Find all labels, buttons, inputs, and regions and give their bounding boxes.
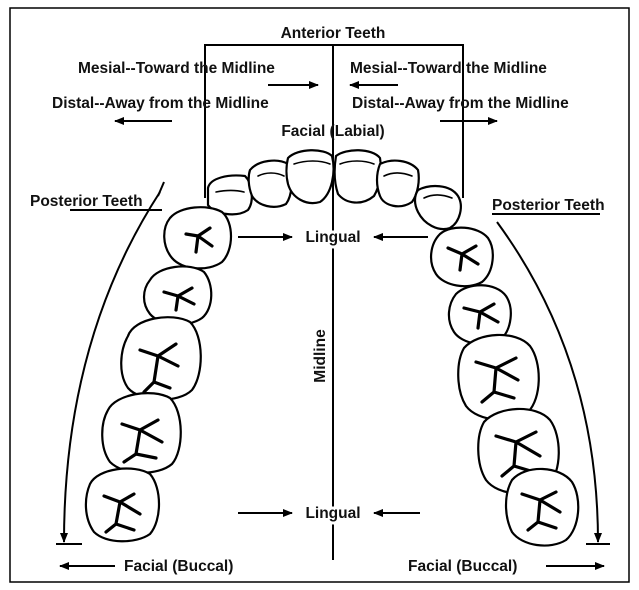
distal-label-left: Distal--Away from the Midline [52,95,269,112]
facial-buccal-label-left: Facial (Buccal) [124,558,233,575]
lingual-label-bottom: Lingual [305,505,360,522]
tooth-molar-right-3 [506,469,578,546]
midline-label: Midline [312,329,329,383]
tooth-incisor-left [287,150,334,203]
posterior-teeth-label-right: Posterior Teeth [492,197,605,214]
tooth-canine-left [249,161,292,207]
distal-label-right: Distal--Away from the Midline [352,95,569,112]
tooth-canine-right [377,161,419,207]
tooth-molar-left-2 [102,393,181,473]
tooth-incisor-right [335,150,381,202]
posterior-teeth-label-left: Posterior Teeth [30,193,143,210]
posterior-teeth-left [86,207,231,541]
anterior-teeth [208,150,461,229]
tooth-lateral-right [415,186,461,229]
facial-labial-label: Facial (Labial) [281,123,384,140]
posterior-teeth-right [431,228,578,546]
mesial-label-right: Mesial--Toward the Midline [350,60,547,77]
facial-buccal-label-right: Facial (Buccal) [408,558,517,575]
lingual-label-top: Lingual [305,229,360,246]
anterior-teeth-label: Anterior Teeth [281,25,386,42]
tooth-molar-right-1 [458,335,539,420]
mesial-label-left: Mesial--Toward the Midline [78,60,275,77]
